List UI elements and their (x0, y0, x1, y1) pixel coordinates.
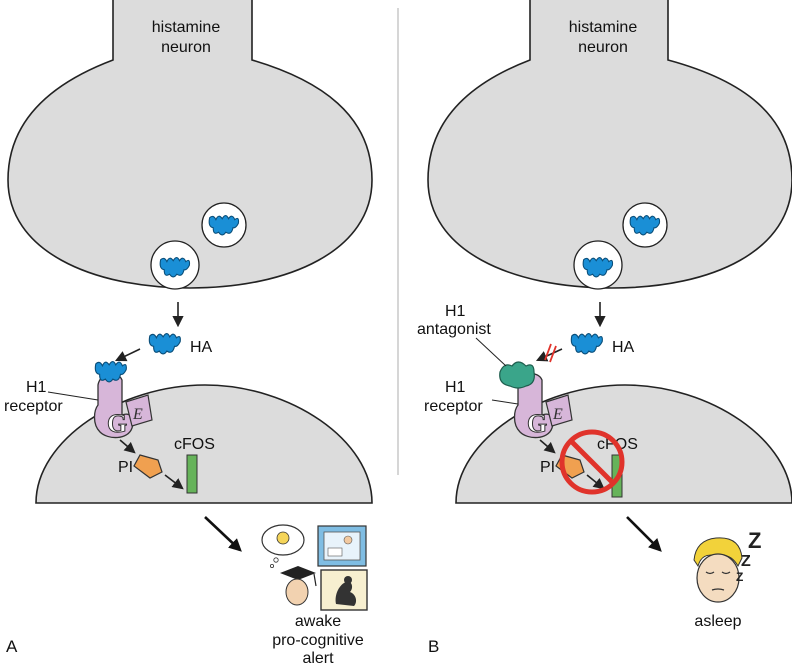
receptor-label-a-2: receptor (4, 398, 63, 415)
receptor-pointer-a (47, 391, 99, 401)
histamine-neuron-a (7, 0, 373, 289)
outcome-arrow-b (626, 516, 662, 552)
histamine-neuron-b (427, 0, 792, 289)
outcome-arrow-a (204, 516, 242, 552)
neuron-label-a-1: histamine (152, 19, 221, 36)
outcome-a-line-3: alert (302, 650, 334, 666)
thinker-icon (320, 569, 368, 611)
block-mark-icon (544, 343, 552, 361)
effector-b (545, 394, 573, 427)
histamine-icon (570, 332, 603, 355)
sleep-z-2: Z (741, 553, 751, 570)
pi-label-b: PI (540, 459, 555, 476)
neuron-label-a-2: neuron (161, 39, 211, 56)
receptor-label-a-1: H1 (26, 379, 47, 396)
pi-shape-a (133, 454, 163, 479)
g-protein-label-a: G (107, 409, 127, 438)
outcome-a-line-2: pro-cognitive (272, 632, 364, 649)
receptor-label-b-1: H1 (445, 379, 466, 396)
graduate-icon (276, 566, 317, 606)
h1-antagonist-icon (499, 361, 535, 389)
outcome-b-line-1: asleep (694, 613, 741, 630)
antagonist-pointer-b (475, 337, 507, 367)
sleepy-face-icon (693, 537, 743, 603)
receptor-pointer-b (491, 399, 519, 405)
g-protein-label-b: G (527, 409, 547, 438)
panel-letter-a: A (6, 637, 18, 656)
antagonist-label-b-1: H1 (445, 303, 466, 320)
effector-a (125, 394, 153, 427)
neuron-label-b-1: histamine (569, 19, 638, 36)
block-mark-icon (549, 345, 557, 363)
neuron-label-b-2: neuron (578, 39, 628, 56)
outcome-a-line-1: awake (295, 613, 341, 630)
cfos-label-a: cFOS (174, 436, 215, 453)
panel-letter-b: B (428, 637, 439, 656)
receptor-label-b-2: receptor (424, 398, 483, 415)
pi-label-a: PI (118, 459, 133, 476)
signal-arrow-a-1 (119, 439, 136, 454)
effector-label-b: E (552, 406, 563, 423)
histamine-icon (148, 332, 181, 355)
blocked-arrow-b (535, 348, 563, 362)
sleep-z-1: Z (748, 528, 761, 553)
lightbulb-icon (261, 524, 305, 569)
signal-arrow-b-2 (586, 474, 605, 490)
prohibition-icon (559, 429, 625, 495)
signal-arrow-a-2 (164, 474, 184, 490)
antagonist-label-b-2: antagonist (417, 321, 491, 338)
sleep-z-3: Z (736, 570, 743, 584)
cfos-bar-a (186, 454, 198, 494)
signal-arrow-b-1 (539, 439, 556, 454)
binding-arrow-a (114, 348, 141, 362)
tablet-icon (317, 525, 367, 567)
h1-receptor-b (513, 373, 554, 439)
panel-a: histamine neuron HA G E H1 receptor PI c… (4, 0, 373, 666)
panel-b: histamine neuron HA G E H1 antagonist H1… (417, 0, 792, 656)
ha-label-a: HA (190, 339, 213, 356)
ha-label-b: HA (612, 339, 635, 356)
effector-label-a: E (132, 406, 143, 423)
